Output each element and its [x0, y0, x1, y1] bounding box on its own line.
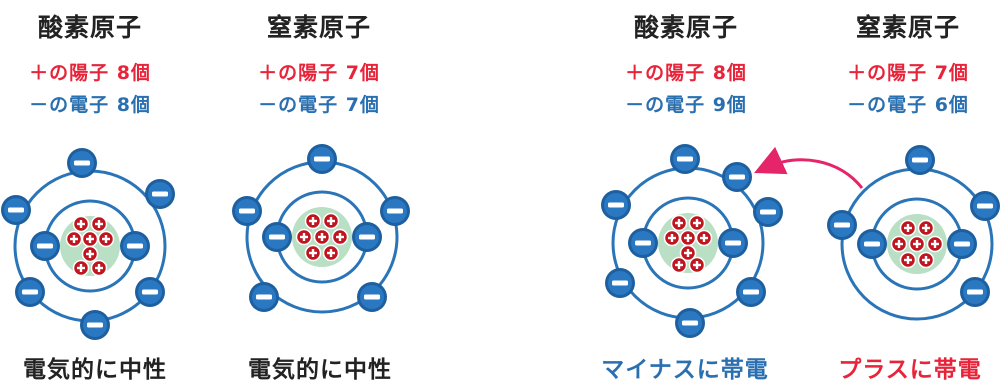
- electron-transfer-arrow: [754, 146, 864, 189]
- atom-2-electrons: －の電子 7個: [258, 94, 380, 116]
- atom-2-status: 電気的に中性: [248, 357, 392, 383]
- atom-4-diagram: [827, 145, 1000, 321]
- atom-1-diagram: [1, 148, 175, 340]
- atom-4-status: プラスに帯電: [838, 357, 982, 383]
- atom-2-title: 窒素原子: [266, 13, 371, 42]
- atom-3-protons: ＋の陽子 8個: [625, 62, 747, 84]
- atom-3-status: マイナスに帯電: [601, 357, 769, 383]
- atom-1-electrons: －の電子 8個: [29, 94, 151, 116]
- atom-4-electrons: －の電子 6個: [847, 94, 969, 116]
- atom-4-protons: ＋の陽子 7個: [847, 62, 969, 84]
- atom-1-title: 酸素原子: [37, 13, 142, 42]
- atom-3-title: 酸素原子: [633, 13, 738, 42]
- atom-4-title: 窒素原子: [855, 13, 960, 42]
- atom-1-protons: ＋の陽子 8個: [29, 62, 151, 84]
- atom-3-diagram: [601, 144, 783, 338]
- atom-3-electrons: －の電子 9個: [625, 94, 747, 116]
- atom-2-diagram: [232, 144, 410, 314]
- atom-1-status: 電気的に中性: [23, 357, 167, 383]
- atom-2-protons: ＋の陽子 7個: [258, 62, 380, 84]
